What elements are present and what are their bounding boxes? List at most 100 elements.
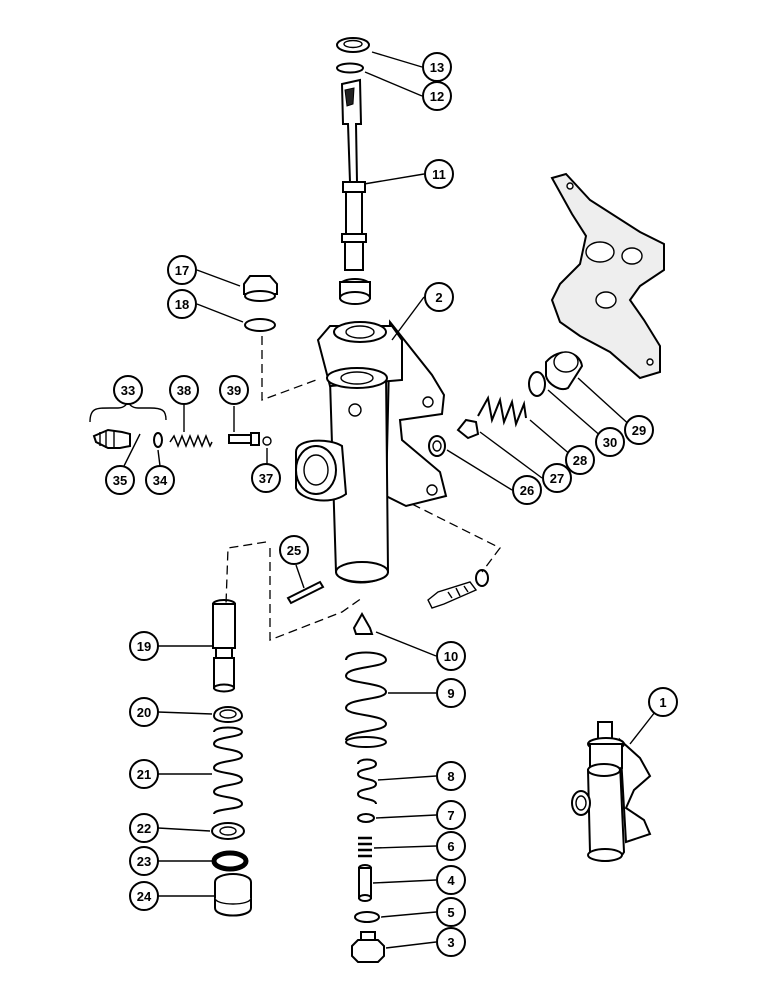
callout-18: 18 (167, 289, 197, 319)
callout-30: 30 (595, 427, 625, 457)
callout-circle (129, 631, 159, 661)
part-seat-26 (428, 435, 446, 457)
part-spring-28 (477, 395, 527, 428)
callout-label: 22 (137, 821, 151, 836)
callout-11: 11 (424, 159, 454, 189)
callout-label: 2 (435, 290, 442, 305)
callout-3: 3 (436, 927, 466, 957)
callout-label: 24 (137, 889, 152, 904)
part-plug-17 (243, 275, 278, 302)
part-cap-29 (545, 351, 584, 390)
part-pin-4 (358, 864, 372, 902)
callout-circle (436, 678, 466, 708)
part-washer-22 (211, 822, 245, 840)
callout-20: 20 (129, 697, 159, 727)
callout-label: 37 (259, 471, 273, 486)
part-plug-3 (351, 931, 385, 963)
part-bolt (427, 569, 489, 609)
callout-label: 6 (447, 839, 454, 854)
callout-23: 23 (129, 846, 159, 876)
part-pin-39 (228, 432, 260, 446)
callout-circle (145, 465, 175, 495)
callout-label: 27 (550, 471, 564, 486)
callout-circle (424, 282, 454, 312)
part-spring-8 (356, 758, 378, 805)
part-fitting-35 (92, 428, 131, 449)
callout-2: 2 (424, 282, 454, 312)
part-poppet-27 (456, 418, 480, 440)
callout-4: 4 (436, 865, 466, 895)
part-spring-9 (344, 651, 388, 748)
callout-label: 33 (121, 383, 135, 398)
callout-circle (595, 427, 625, 457)
callout-label: 13 (430, 60, 444, 75)
part-gasket (550, 172, 665, 380)
callout-27: 27 (542, 463, 572, 493)
callout-circle (436, 761, 466, 791)
callout-circle (167, 289, 197, 319)
callout-label: 29 (632, 423, 646, 438)
callout-25: 25 (279, 535, 309, 565)
callout-circle (219, 375, 249, 405)
callout-label: 12 (430, 89, 444, 104)
callout-label: 38 (177, 383, 191, 398)
part-o-ring-5 (354, 911, 380, 923)
callout-35: 35 (105, 465, 135, 495)
callout-circle (648, 687, 678, 717)
part-o-ring-12 (336, 62, 364, 74)
callout-label: 5 (447, 905, 454, 920)
assembly-lines (225, 336, 501, 641)
callout-circle (542, 463, 572, 493)
callout-circle (436, 865, 466, 895)
callout-13: 13 (422, 52, 452, 82)
callout-19: 19 (129, 631, 159, 661)
callout-26: 26 (512, 475, 542, 505)
callout-circle (129, 846, 159, 876)
callout-label: 35 (113, 473, 127, 488)
callout-label: 28 (573, 453, 587, 468)
callout-circle (129, 813, 159, 843)
callout-circle (105, 465, 135, 495)
callout-12: 12 (422, 81, 452, 111)
callout-label: 3 (447, 935, 454, 950)
callout-circle (512, 475, 542, 505)
callout-circle (436, 831, 466, 861)
callout-circle (279, 535, 309, 565)
callout-22: 22 (129, 813, 159, 843)
callout-circle (624, 415, 654, 445)
callout-5: 5 (436, 897, 466, 927)
callout-17: 17 (167, 255, 197, 285)
callout-circle (167, 255, 197, 285)
callout-label: 21 (137, 767, 151, 782)
callout-label: 9 (447, 686, 454, 701)
callout-8: 8 (436, 761, 466, 791)
callout-circle (129, 881, 159, 911)
callout-21: 21 (129, 759, 159, 789)
callout-label: 18 (175, 297, 189, 312)
callout-label: 20 (137, 705, 151, 720)
callout-label: 39 (227, 383, 241, 398)
part-valve-body-2 (295, 319, 448, 584)
part-poppet-10 (352, 611, 374, 635)
part-roll-pin-25 (286, 580, 325, 605)
part-washer-34 (153, 432, 163, 448)
callout-label: 17 (175, 263, 189, 278)
callout-label: 4 (447, 873, 455, 888)
callout-label: 11 (432, 167, 446, 182)
callout-circle (436, 800, 466, 830)
leader-lines (123, 51, 656, 949)
callout-circle (422, 81, 452, 111)
callout-circle (129, 697, 159, 727)
callout-9: 9 (436, 678, 466, 708)
callout-circle (424, 159, 454, 189)
part-spring-21 (212, 726, 244, 815)
callout-label: 34 (153, 473, 168, 488)
part-seal-23 (211, 850, 249, 872)
callout-33: 33 (113, 375, 143, 405)
callout-circle (169, 375, 199, 405)
callout-37: 37 (251, 463, 281, 493)
callout-label: 30 (603, 435, 617, 450)
part-plug-24 (214, 873, 252, 917)
part-ball-37 (262, 436, 272, 446)
